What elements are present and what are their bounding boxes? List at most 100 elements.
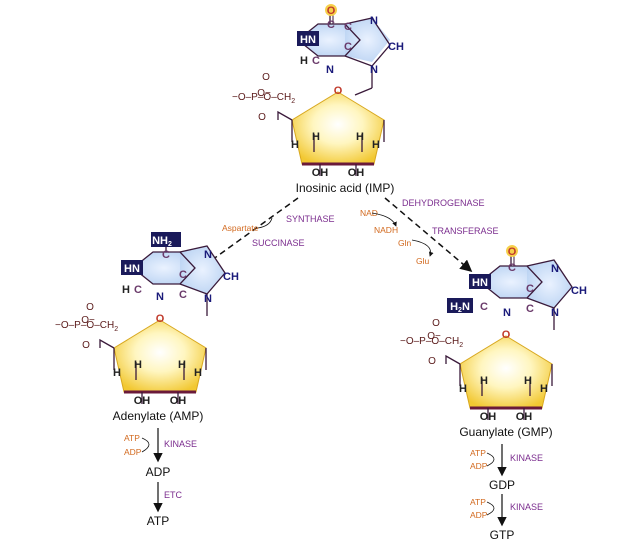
amp-product-atp: ATP: [147, 514, 169, 528]
amp-c2: C: [134, 284, 142, 296]
gmp-h-left: H: [459, 383, 467, 395]
gmp-oh2: OH: [516, 411, 533, 423]
amp-product-adp: ADP: [146, 465, 171, 479]
imp-c5: C: [344, 41, 352, 53]
synthase-label: SYNTHASE: [286, 214, 335, 224]
imp-oh1: OH: [312, 167, 329, 179]
amp-adp: ADP: [124, 447, 142, 457]
imp-h: H: [300, 55, 308, 67]
amp-molecule: NH2 HN C N H C C N C N CH O H H H H OH O…: [55, 232, 239, 423]
amp-p-o-top: O: [86, 302, 94, 313]
imp-ring-o: O: [327, 5, 336, 17]
amp-atp: ATP: [124, 433, 140, 443]
amp-h1: H: [134, 359, 142, 371]
gmp-n7: N: [551, 263, 559, 275]
amp-n3: N: [156, 291, 164, 303]
gmp-atp2-curve: [486, 501, 495, 516]
imp-molecule: O HN C N H C C N C N CH O H H H H OH OH …: [232, 4, 404, 195]
amp-p-o-bottom: O: [82, 340, 90, 351]
gmp-ch8: CH: [571, 285, 587, 297]
glu-label: Glu: [416, 256, 430, 266]
dehydrogenase-label: DEHYDROGENASE: [402, 198, 485, 208]
gmp-product-gdp: GDP: [489, 478, 515, 492]
amp-etc: ETC: [164, 490, 183, 500]
amp-n9: N: [204, 293, 212, 305]
nadh-label: NADH: [374, 225, 398, 235]
imp-c4: C: [344, 21, 352, 33]
gmp-kinase2: KINASE: [510, 502, 543, 512]
imp-sugar-o: O: [334, 85, 343, 97]
gmp-hn: HN: [472, 277, 488, 289]
gmp-name: Guanylate (GMP): [459, 425, 552, 439]
succinase-label: SUCCINASE: [252, 238, 305, 248]
amp-h-right: H: [194, 367, 202, 379]
imp-n9: N: [370, 64, 378, 76]
nad-curve: [371, 212, 397, 227]
imp-phosphate: −O–P–O–CH2: [232, 92, 295, 105]
gmp-p-o-bottom: O: [428, 356, 436, 367]
amp-hn: HN: [124, 263, 140, 275]
gmp-kinase1: KINASE: [510, 453, 543, 463]
imp-to-gmp-arrow: [384, 197, 473, 272]
gmp-c2: C: [480, 301, 488, 313]
gmp-phosphate: −O–P–O–CH2: [400, 336, 463, 349]
amp-c4: C: [179, 289, 187, 301]
amp-p-om: O−: [81, 315, 95, 326]
gmp-adp2: ADP: [470, 510, 488, 520]
gln-label: Gln: [398, 238, 412, 248]
amp-kinase: KINASE: [164, 439, 197, 449]
amp-h-left: H: [113, 367, 121, 379]
amp-oh2: OH: [170, 395, 187, 407]
gmp-product-gtp: GTP: [490, 528, 515, 542]
gmp-oh1: OH: [480, 411, 497, 423]
gmp-adp1: ADP: [470, 461, 488, 471]
amp-c6: C: [162, 249, 170, 261]
gmp-molecule: O HN C N H2N C C N C N CH O H H H H OH O…: [400, 245, 587, 439]
gmp-c6: C: [508, 262, 516, 274]
imp-p-o-bottom: O: [258, 112, 266, 123]
imp-p-o-top: O: [262, 72, 270, 83]
amp-c5: C: [179, 269, 187, 281]
gln-curve: [411, 239, 434, 257]
amp-sugar-o: O: [156, 313, 165, 325]
imp-n3: N: [326, 64, 334, 76]
gmp-p-om: O−: [427, 331, 441, 342]
amp-name: Adenylate (AMP): [113, 409, 204, 423]
amp-n7: N: [204, 249, 212, 261]
amp-h2: H: [178, 359, 186, 371]
gmp-n3: N: [503, 307, 511, 319]
gmp-ring-o: O: [508, 246, 517, 258]
gmp-h-right: H: [540, 383, 548, 395]
gmp-p-o-top: O: [432, 318, 440, 329]
amp-phosphate: −O–P–O–CH2: [55, 320, 118, 333]
imp-c2: C: [312, 55, 320, 67]
imp-n7: N: [370, 15, 378, 27]
imp-ch8: CH: [388, 41, 404, 53]
amp-nh2: NH2: [152, 235, 172, 248]
amp-ch8: CH: [223, 271, 239, 283]
gmp-c5: C: [526, 283, 534, 295]
amp-atp-curve: [141, 437, 150, 453]
imp-h1: H: [312, 131, 320, 143]
imp-name: Inosinic acid (IMP): [296, 181, 395, 195]
nad-label: NAD: [360, 208, 378, 218]
imp-h-right: H: [372, 139, 380, 151]
amp-oh1: OH: [134, 395, 151, 407]
imp-h-left: H: [291, 139, 299, 151]
imp-h2: H: [356, 131, 364, 143]
gmp-n9: N: [551, 307, 559, 319]
gmp-c4: C: [526, 303, 534, 315]
imp-p-om: O−: [257, 88, 271, 99]
gmp-sugar-o: O: [502, 329, 511, 341]
transferase-label: TRANSFERASE: [432, 226, 499, 236]
gmp-atp1: ATP: [470, 448, 486, 458]
gmp-h1: H: [480, 375, 488, 387]
imp-c1: C: [327, 19, 335, 31]
amp-h: H: [122, 284, 130, 296]
gmp-atp1-curve: [486, 452, 495, 467]
imp-to-amp-arrow: [202, 197, 299, 267]
gmp-atp2: ATP: [470, 497, 486, 507]
imp-oh2: OH: [348, 167, 365, 179]
gmp-h2: H: [524, 375, 532, 387]
